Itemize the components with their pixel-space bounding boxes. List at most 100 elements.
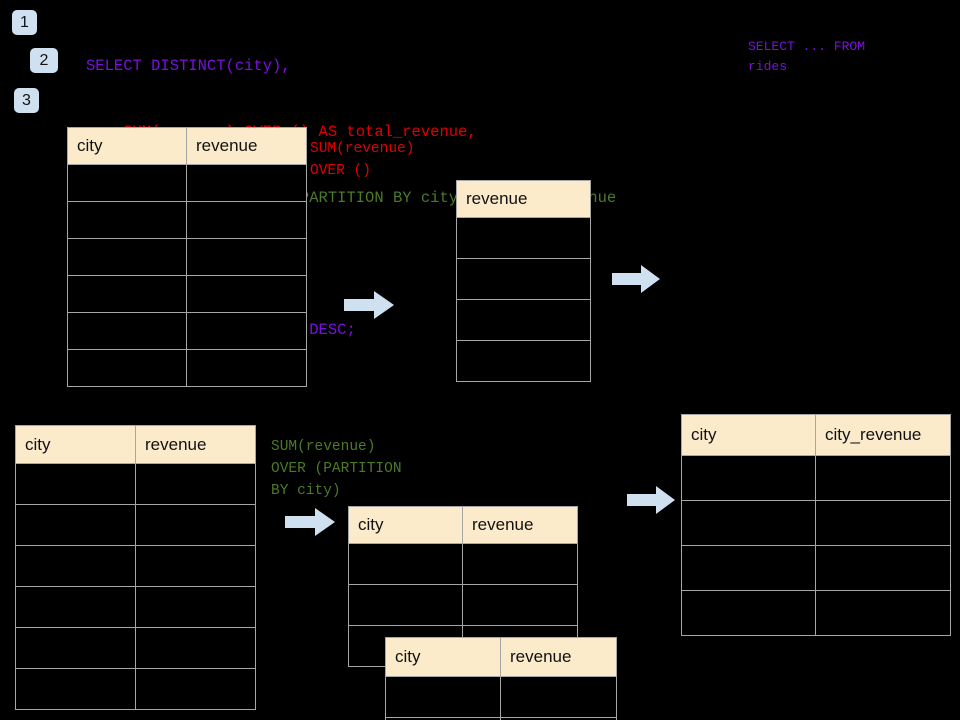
table-body <box>15 463 256 710</box>
table-row <box>15 545 256 587</box>
cell-revenue <box>456 217 591 259</box>
result-table: city city_revenue <box>681 414 951 636</box>
cell-revenue <box>135 545 256 587</box>
cell-city <box>681 590 816 636</box>
annotation-select-from-rides: SELECT ... FROM rides <box>748 39 866 74</box>
cell-revenue <box>135 463 256 505</box>
table-row <box>348 584 578 626</box>
cell-city <box>15 668 136 710</box>
table-body <box>385 676 617 720</box>
arrow-partition-to-result <box>627 486 675 514</box>
cell-city <box>681 545 816 591</box>
cell-city <box>348 543 463 585</box>
table-body <box>681 455 951 636</box>
cell-city-revenue <box>815 590 951 636</box>
table-header-row: city revenue <box>15 425 256 464</box>
column-header-city: city <box>67 127 187 165</box>
step-badge-3-label: 3 <box>22 91 31 109</box>
cell-revenue <box>462 543 578 585</box>
cell-revenue <box>186 238 307 276</box>
rides-source-table: city revenue <box>67 127 307 387</box>
cell-city <box>67 164 187 202</box>
cell-city <box>15 463 136 505</box>
cell-revenue <box>135 586 256 628</box>
column-header-city: city <box>15 425 136 464</box>
cell-city <box>67 238 187 276</box>
table-row <box>67 349 307 387</box>
cell-revenue <box>135 668 256 710</box>
annotation-sum-over-empty: SUM(revenue) OVER () <box>310 141 415 179</box>
cell-revenue <box>186 201 307 239</box>
cell-revenue <box>186 349 307 387</box>
cell-revenue <box>456 299 591 341</box>
table-row <box>15 586 256 628</box>
cell-revenue <box>500 676 617 718</box>
table-row <box>67 275 307 313</box>
column-header-revenue: revenue <box>462 506 578 544</box>
arrow-total-to-result <box>612 265 660 293</box>
cell-revenue <box>186 312 307 350</box>
cell-city-revenue <box>815 455 951 501</box>
step-badge-2-label: 2 <box>39 51 49 69</box>
table-row <box>385 676 617 718</box>
cell-city <box>681 500 816 546</box>
table-row <box>681 590 951 636</box>
table-row <box>456 258 591 300</box>
cell-revenue <box>462 584 578 626</box>
table-row <box>456 299 591 341</box>
cell-city <box>348 584 463 626</box>
cell-revenue <box>456 340 591 382</box>
column-header-city: city <box>385 637 501 677</box>
step-badge-1[interactable]: 1 <box>12 10 37 35</box>
step-badge-3[interactable]: 3 <box>14 88 39 113</box>
table-row <box>681 500 951 546</box>
cell-city <box>67 201 187 239</box>
cell-city-revenue <box>815 500 951 546</box>
rides-source-table-2: city revenue <box>15 425 256 710</box>
column-header-revenue: revenue <box>186 127 307 165</box>
cell-city <box>15 627 136 669</box>
cell-city <box>67 275 187 313</box>
table-row <box>15 504 256 546</box>
arrow-source2-to-partition <box>285 508 335 536</box>
table-row <box>681 545 951 591</box>
step-badge-1-label: 1 <box>20 13 29 31</box>
step-badge-2[interactable]: 2 <box>30 48 58 73</box>
cell-revenue <box>500 717 617 720</box>
partition-table-back: city revenue <box>385 637 617 720</box>
table-row <box>67 201 307 239</box>
cell-city <box>15 545 136 587</box>
column-header-revenue: revenue <box>456 180 591 218</box>
table-row <box>456 217 591 259</box>
table-row <box>15 668 256 710</box>
cell-city <box>385 676 501 718</box>
column-header-revenue: revenue <box>135 425 256 464</box>
total-revenue-table: revenue <box>456 180 591 382</box>
cell-revenue <box>186 164 307 202</box>
arrow-source-to-total <box>344 291 394 319</box>
table-body <box>456 217 591 382</box>
table-row <box>67 238 307 276</box>
column-header-city: city <box>348 506 463 544</box>
partition-table-front: city revenue <box>348 506 578 667</box>
cell-city <box>15 504 136 546</box>
cell-revenue <box>135 504 256 546</box>
table-row <box>456 340 591 382</box>
table-header-row: city revenue <box>348 506 578 544</box>
table-header-row: city revenue <box>67 127 307 165</box>
column-header-city-revenue: city_revenue <box>815 414 951 456</box>
annotation-sum-over-partition: SUM(revenue) OVER (PARTITION BY city) <box>271 439 402 499</box>
table-header-row: city revenue <box>385 637 617 677</box>
table-body <box>67 164 307 387</box>
column-header-city: city <box>681 414 816 456</box>
table-header-row: revenue <box>456 180 591 218</box>
table-row <box>348 543 578 585</box>
table-row <box>67 164 307 202</box>
cell-revenue <box>135 627 256 669</box>
cell-revenue <box>186 275 307 313</box>
cell-city <box>67 312 187 350</box>
sql-line-select: SELECT DISTINCT(city), <box>86 57 291 75</box>
table-row <box>681 455 951 501</box>
table-row <box>15 463 256 505</box>
